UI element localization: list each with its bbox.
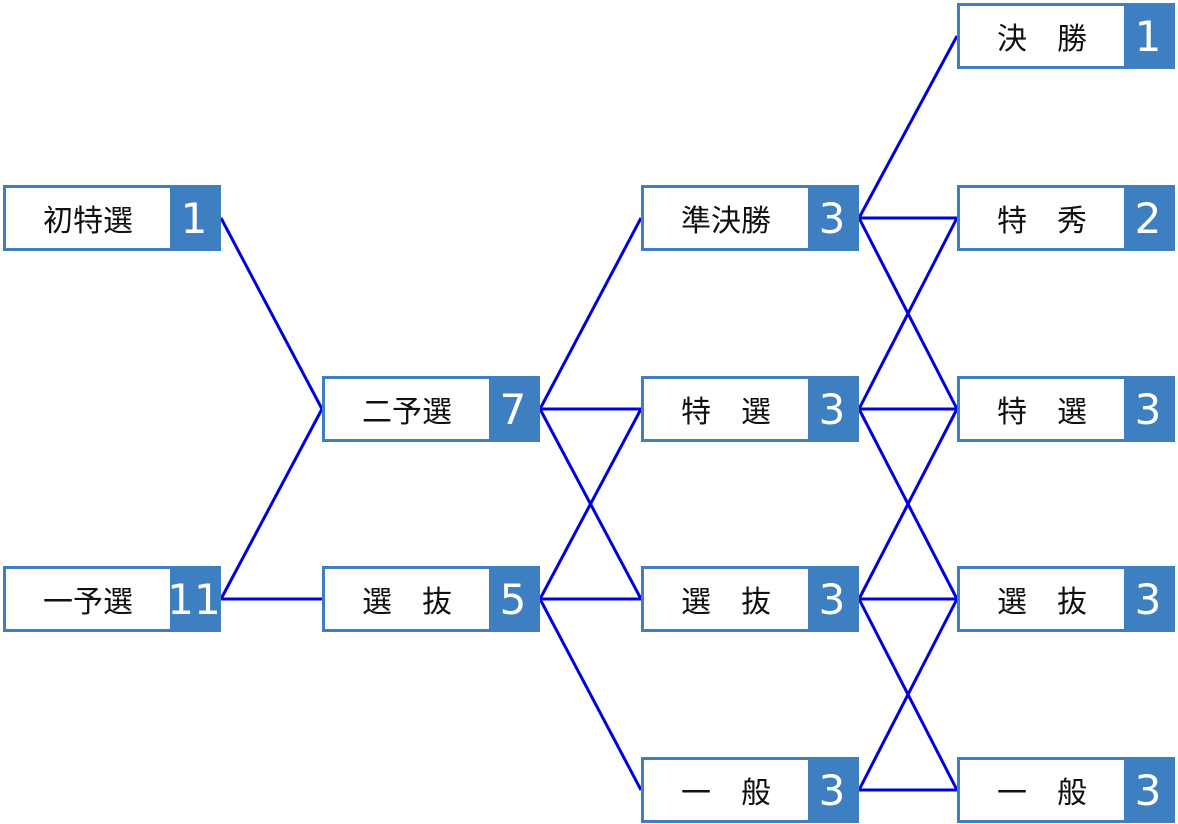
node-senbatsu-3: 選 抜 3 bbox=[957, 566, 1175, 632]
node-label: 選 抜 bbox=[997, 585, 1087, 620]
node-count: 2 bbox=[1124, 188, 1172, 248]
connector-line bbox=[538, 217, 643, 410]
node-label: 選 抜 bbox=[681, 585, 771, 620]
connector-line bbox=[857, 408, 959, 600]
node-label: 一予選 bbox=[43, 585, 133, 620]
node-count: 3 bbox=[808, 760, 856, 820]
node-kessho: 決 勝 1 bbox=[957, 3, 1175, 69]
node-label: 準決勝 bbox=[681, 204, 771, 239]
node-label: 特 選 bbox=[997, 395, 1087, 430]
node-label: 二予選 bbox=[362, 395, 452, 430]
connector-line bbox=[857, 598, 959, 791]
node-label: 決 勝 bbox=[997, 22, 1087, 57]
node-niyosen: 二予選 7 bbox=[322, 376, 540, 442]
node-label: 特 選 bbox=[681, 395, 771, 430]
connector-line bbox=[219, 217, 324, 410]
node-count: 7 bbox=[489, 379, 537, 439]
node-count: 3 bbox=[808, 188, 856, 248]
node-shotokusen: 初特選 1 bbox=[3, 185, 221, 251]
connector-line bbox=[219, 408, 324, 600]
node-ippan-2: 一 般 3 bbox=[957, 757, 1175, 823]
node-ippan-1: 一 般 3 bbox=[641, 757, 859, 823]
node-count: 3 bbox=[1124, 569, 1172, 629]
node-label: 一 般 bbox=[681, 776, 771, 811]
node-count: 3 bbox=[808, 569, 856, 629]
connector-line bbox=[857, 217, 959, 410]
node-label: 特 秀 bbox=[997, 204, 1087, 239]
node-count: 3 bbox=[808, 379, 856, 439]
node-junkessho: 準決勝 3 bbox=[641, 185, 859, 251]
connector-line bbox=[538, 598, 643, 791]
connector-line bbox=[857, 35, 959, 219]
node-senbatsu-2: 選 抜 3 bbox=[641, 566, 859, 632]
node-tokusen-1: 特 選 3 bbox=[641, 376, 859, 442]
node-count: 5 bbox=[489, 569, 537, 629]
node-label: 一 般 bbox=[997, 776, 1087, 811]
node-senbatsu-1: 選 抜 5 bbox=[322, 566, 540, 632]
node-count: 1 bbox=[1124, 6, 1172, 66]
node-label: 初特選 bbox=[43, 204, 133, 239]
node-count: 3 bbox=[1124, 760, 1172, 820]
connector-line bbox=[538, 408, 643, 600]
node-count: 1 bbox=[170, 188, 218, 248]
node-count: 11 bbox=[167, 569, 221, 629]
node-label: 選 抜 bbox=[362, 585, 452, 620]
node-ichiyosen: 一予選 11 bbox=[3, 566, 221, 632]
node-count: 3 bbox=[1124, 379, 1172, 439]
node-tokusen-2: 特 選 3 bbox=[957, 376, 1175, 442]
node-tokushu: 特 秀 2 bbox=[957, 185, 1175, 251]
